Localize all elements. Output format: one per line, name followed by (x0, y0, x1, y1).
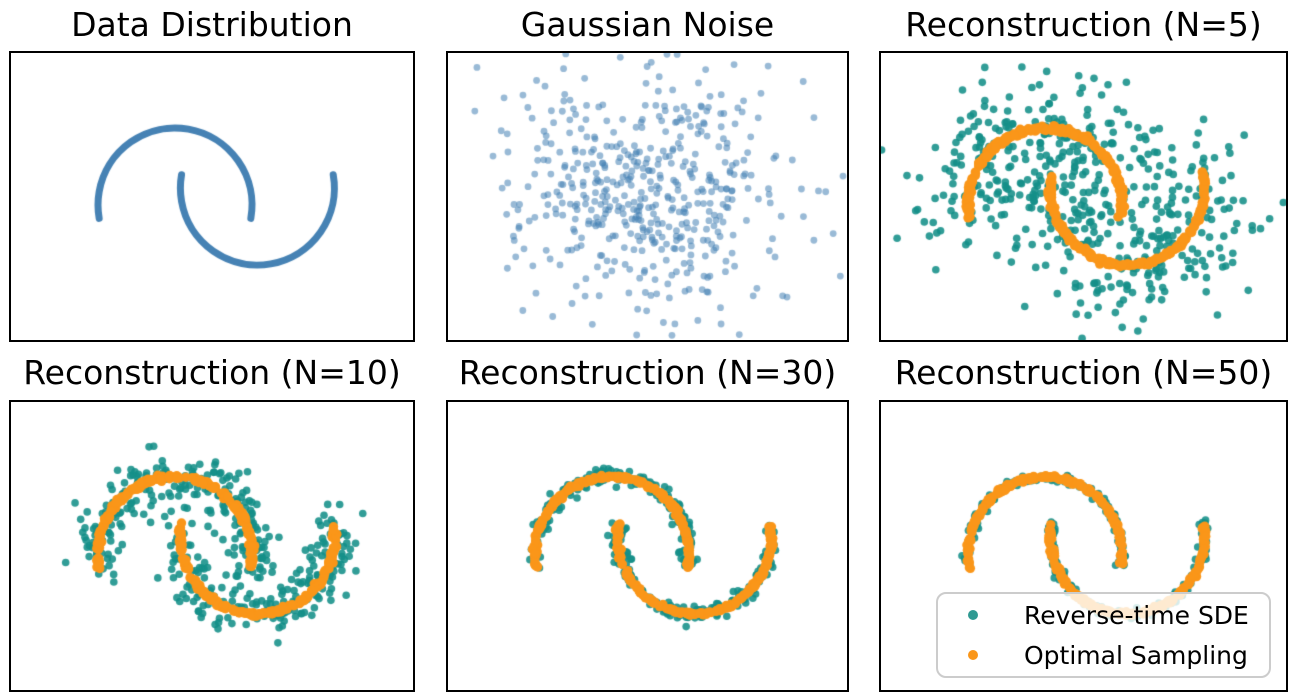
panel-title-reconstruction-n5: Reconstruction (N=5) (905, 5, 1262, 44)
panel-reconstruction-n10 (9, 400, 415, 692)
reconstruction-n30-plot-canvas (448, 402, 847, 690)
legend-label-optimal-sampling: Optimal Sampling (1024, 640, 1248, 670)
gaussian-noise-plot-canvas (448, 53, 847, 340)
panel-title-gaussian-noise: Gaussian Noise (520, 5, 775, 44)
panel-reconstruction-n5 (879, 51, 1288, 342)
panel-title-reconstruction-n10: Reconstruction (N=10) (23, 353, 401, 392)
panel-title-reconstruction-n30: Reconstruction (N=30) (458, 353, 837, 392)
orange-scatter-marker-icon (968, 650, 978, 660)
legend-item-optimal-sampling: Optimal Sampling (938, 636, 1269, 674)
reconstruction-n10-plot-canvas (11, 402, 413, 690)
legend-label-reverse-time-sde: Reverse-time SDE (1024, 600, 1249, 630)
panel-data-distribution (9, 51, 415, 342)
legend-item-reverse-time-sde: Reverse-time SDE (938, 596, 1269, 634)
panel-title-data-distribution: Data Distribution (71, 5, 353, 44)
panel-title-reconstruction-n50: Reconstruction (N=50) (894, 353, 1273, 392)
legend: Reverse-time SDE Optimal Sampling (936, 592, 1271, 678)
reconstruction-n5-plot-canvas (881, 53, 1286, 340)
data-distribution-plot-canvas (11, 53, 413, 340)
teal-scatter-marker-icon (968, 610, 978, 620)
panel-gaussian-noise (446, 51, 849, 342)
panel-reconstruction-n30 (446, 400, 849, 692)
